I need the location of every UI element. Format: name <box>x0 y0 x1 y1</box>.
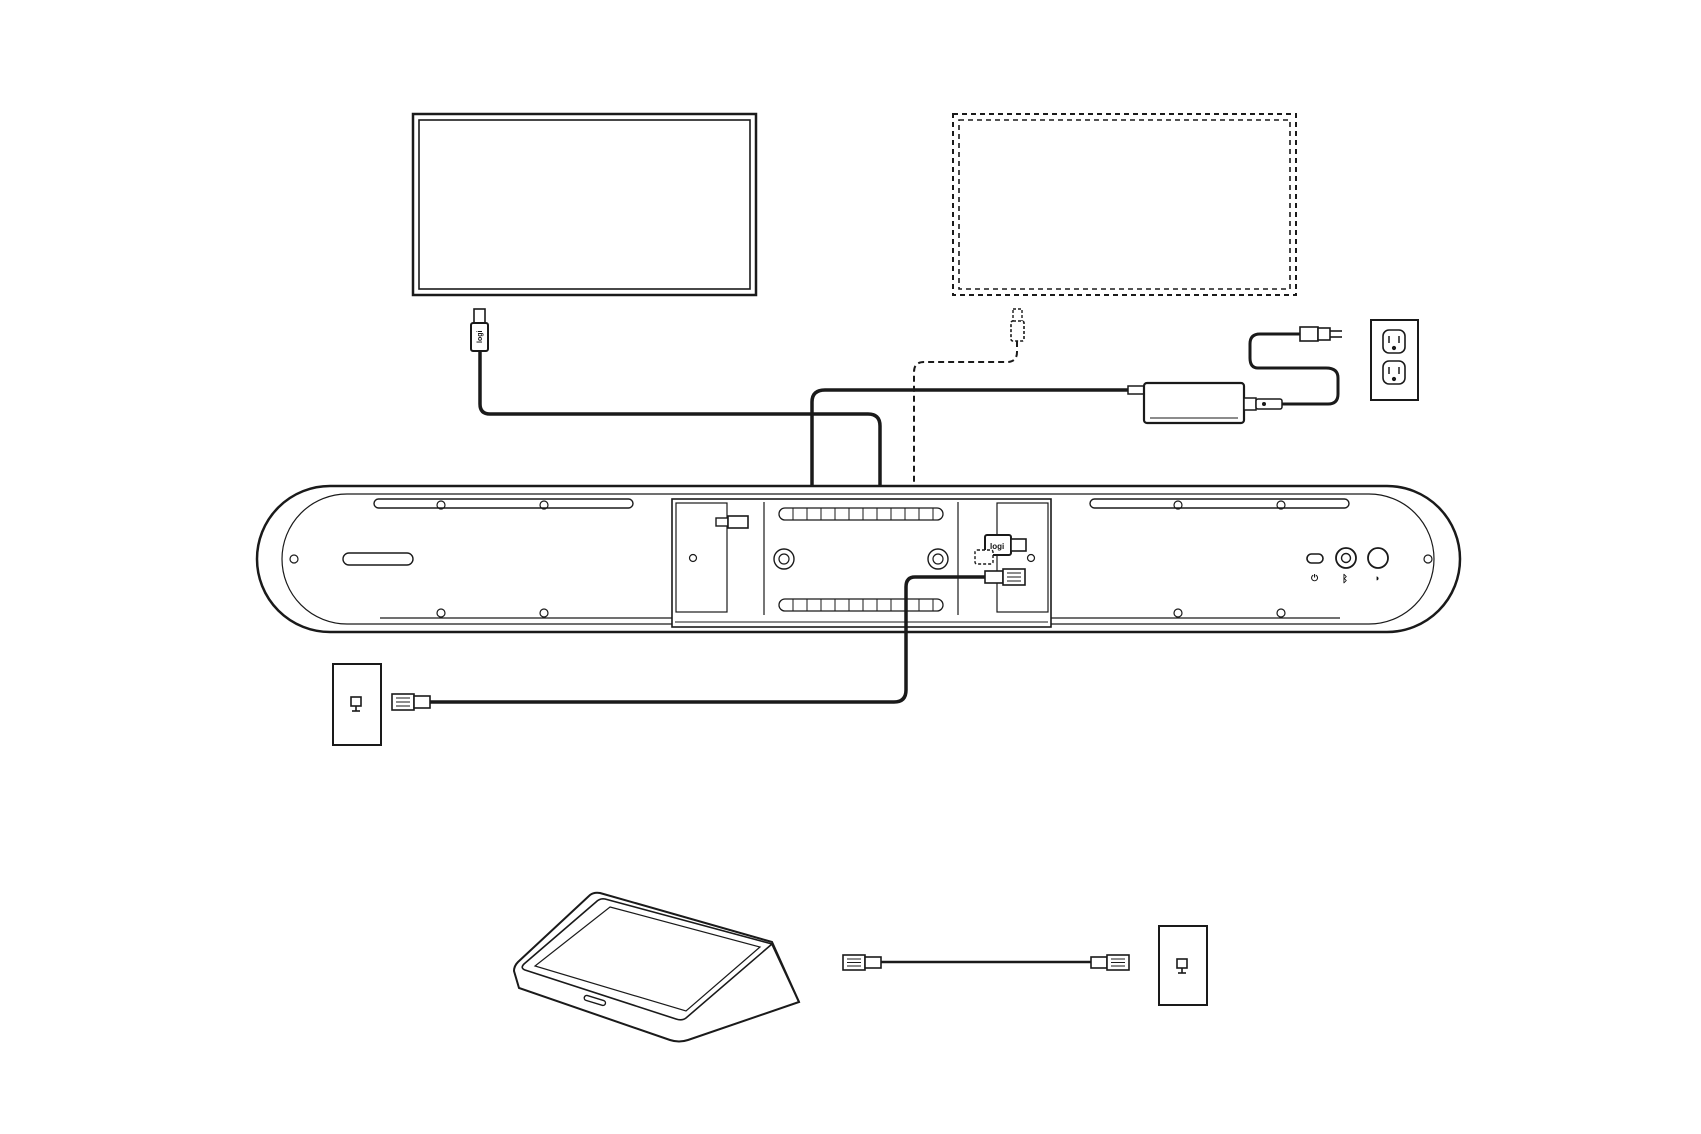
power-outlet-plate <box>1371 320 1418 400</box>
main-display <box>413 114 756 295</box>
hdmi-connector-main: logi <box>471 309 488 351</box>
usb-logo-text-bar: logi <box>990 542 1004 551</box>
video-bar: ⏻ ᛒ ◑ <box>257 486 1460 632</box>
hdmi-connector-optional <box>1011 309 1024 341</box>
ethernet-plug-bar <box>985 569 1025 585</box>
optional-display-frame <box>953 114 1296 295</box>
optional-display-screen <box>959 120 1290 289</box>
main-display-screen <box>419 120 750 289</box>
dc-plug <box>716 516 748 528</box>
network-jack-plate <box>333 664 381 745</box>
power-adapter-body <box>1144 383 1244 423</box>
power-outlet <box>1371 320 1418 400</box>
power-adapter <box>1144 383 1282 423</box>
ethernet-plug-tap-left <box>843 955 881 970</box>
network-jack-plate <box>1159 926 1207 1005</box>
hdmi-plug-bar-optional <box>975 550 993 564</box>
touch-controller <box>514 893 799 1042</box>
bluetooth-symbol-icon: ᛒ <box>1342 573 1348 585</box>
optional-display <box>953 114 1296 295</box>
main-display-frame <box>413 114 756 295</box>
network-jack-tap <box>1159 926 1207 1005</box>
network-jack-bar <box>333 664 381 745</box>
ethernet-plug-tap-right <box>1091 955 1129 970</box>
power-symbol-icon: ⏻ <box>1311 573 1319 583</box>
reset-symbol-icon: ◑ <box>1374 573 1379 583</box>
ethernet-plug-wall <box>392 694 430 710</box>
ac-plug <box>1300 327 1342 341</box>
power-cable-ac <box>1250 334 1338 404</box>
usb-logo-text: logi <box>477 331 484 343</box>
